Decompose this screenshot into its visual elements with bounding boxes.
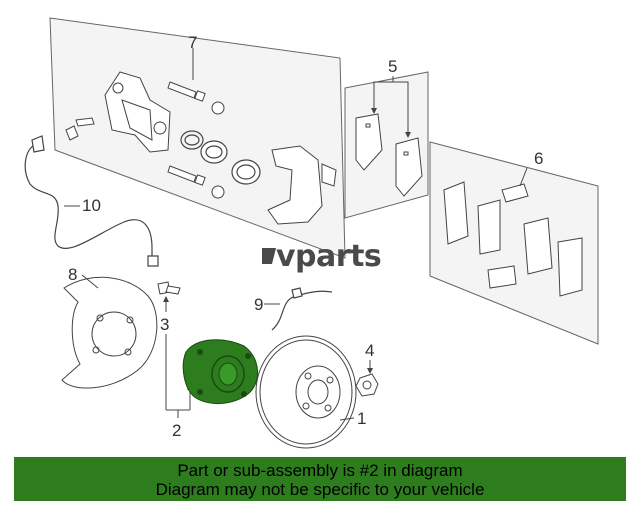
logo-text: vparts: [276, 239, 381, 274]
caliper-bracket: [104, 71, 171, 153]
callout-9: 9: [254, 295, 263, 314]
brake-pads: [355, 113, 423, 197]
callout-3: 3: [160, 315, 169, 334]
parts-diagram: vparts 7 5 6 10 8 3 2 9 4 1: [24, 17, 599, 449]
callout-4: 4: [365, 341, 374, 360]
abs-sensor: [24, 135, 159, 267]
callout-8: 8: [68, 265, 77, 284]
callout-10: 10: [82, 196, 101, 215]
vparts-logo: vparts: [262, 239, 382, 274]
callout-5-bracket: [373, 81, 409, 134]
callout-2: 2: [172, 421, 181, 440]
hub-assembly: [182, 339, 259, 404]
logo-mark-icon: [262, 248, 276, 264]
pad-clips: [443, 181, 583, 297]
piston-seals: [180, 130, 261, 185]
info-banner: Part or sub-assembly is #2 in diagram Di…: [14, 457, 626, 501]
splash-shield: [61, 276, 158, 389]
bleeder-bolt: [65, 117, 95, 141]
hub-bolt: [157, 281, 181, 295]
banner-line-2: Diagram may not be specific to your vehi…: [155, 480, 485, 499]
callout-1: 1: [357, 409, 366, 428]
banner-line-1: Part or sub-assembly is #2 in diagram: [177, 461, 463, 480]
brake-hose: [271, 287, 333, 331]
slide-pins: [167, 81, 225, 199]
callout-7: 7: [188, 33, 197, 52]
caliper-housing: [267, 145, 337, 225]
hardware-panel: [429, 141, 599, 345]
lug-nut: [355, 373, 379, 397]
callout-6: 6: [534, 149, 543, 168]
brake-rotor: [255, 335, 357, 449]
callout-5: 5: [388, 57, 397, 76]
